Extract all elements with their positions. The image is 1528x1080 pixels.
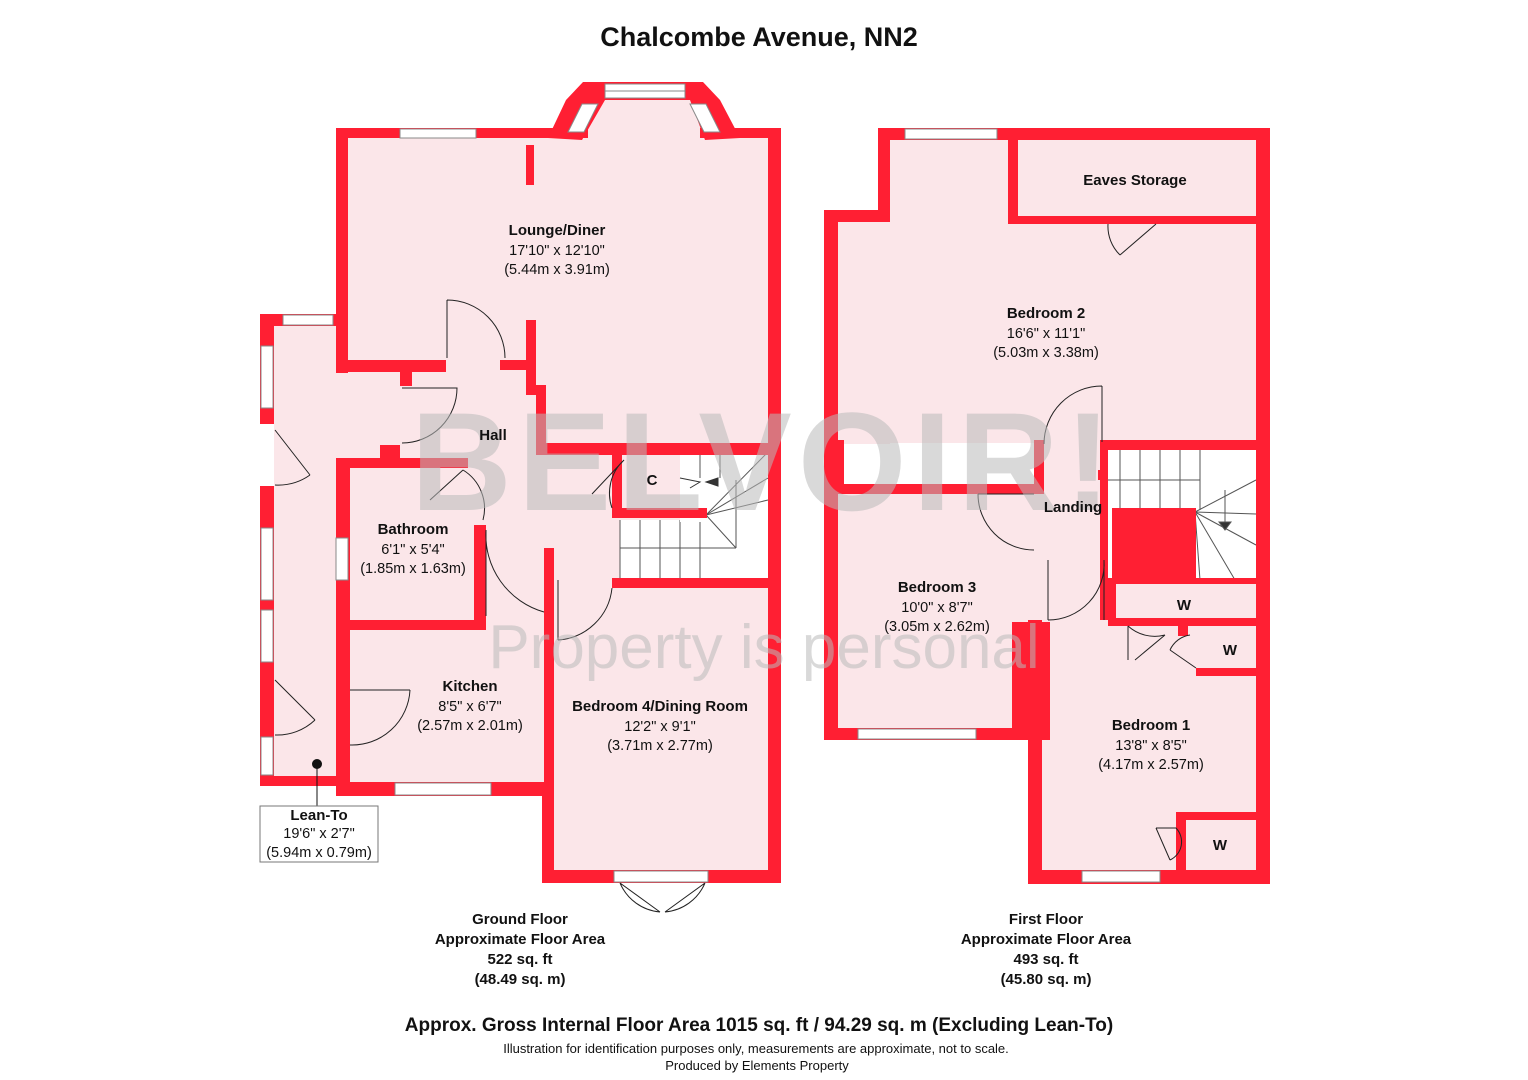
room-name-wardrobe-b: W bbox=[1223, 642, 1238, 659]
room-name-wardrobe-a: W bbox=[1177, 597, 1192, 614]
first-doors bbox=[977, 223, 1197, 861]
room-name-lounge: Lounge/Diner bbox=[509, 222, 606, 239]
credit: Produced by Elements Property bbox=[665, 1058, 849, 1073]
first-walls bbox=[824, 128, 1270, 884]
room-metric-bedroom3: (3.05m x 2.62m) bbox=[884, 619, 990, 635]
room-metric-bedroom2: (5.03m x 3.38m) bbox=[993, 345, 1099, 361]
room-imperial-lounge: 17'10" x 12'10" bbox=[509, 243, 605, 259]
room-name-landing: Landing bbox=[1044, 499, 1102, 516]
room-metric-bathroom: (1.85m x 1.63m) bbox=[360, 561, 466, 577]
first-floor-sqft: 493 sq. ft bbox=[1013, 951, 1078, 968]
ground-stair-arrow bbox=[679, 477, 719, 489]
room-name-bedroom2: Bedroom 2 bbox=[1007, 305, 1085, 322]
first-windows bbox=[857, 128, 1161, 883]
watermark: BELVOIR! Property is personal bbox=[411, 383, 1118, 682]
room-metric-bedroom1: (4.17m x 2.57m) bbox=[1098, 757, 1204, 773]
room-metric-lounge: (5.44m x 3.91m) bbox=[504, 262, 610, 278]
room-imperial-bedroom1: 13'8" x 8'5" bbox=[1115, 738, 1186, 754]
room-imperial-leanto: 19'6" x 2'7" bbox=[283, 826, 354, 842]
ground-floor-approx: Approximate Floor Area bbox=[435, 931, 606, 948]
room-imperial-kitchen: 8'5" x 6'7" bbox=[438, 699, 501, 715]
gross-area: Approx. Gross Internal Floor Area 1015 s… bbox=[405, 1015, 1113, 1036]
ground-floor-plan bbox=[259, 82, 781, 913]
room-metric-bedroom4: (3.71m x 2.77m) bbox=[607, 738, 713, 754]
room-metric-kitchen: (2.57m x 2.01m) bbox=[417, 718, 523, 734]
page-title: Chalcombe Avenue, NN2 bbox=[600, 22, 918, 52]
room-name-bedroom4: Bedroom 4/Dining Room bbox=[572, 698, 748, 715]
room-imperial-bedroom4: 12'2" x 9'1" bbox=[624, 719, 695, 735]
first-floor-plan bbox=[824, 128, 1270, 884]
ground-floor-sqm: (48.49 sq. m) bbox=[475, 971, 566, 988]
room-imperial-bathroom: 6'1" x 5'4" bbox=[381, 542, 444, 558]
room-name-wardrobe-c: W bbox=[1213, 837, 1228, 854]
room-name-cupboard: C bbox=[647, 472, 658, 489]
ground-windows bbox=[260, 128, 709, 883]
ground-doors bbox=[274, 299, 706, 913]
ground-bay-window bbox=[548, 82, 740, 140]
room-name-bedroom1: Bedroom 1 bbox=[1112, 717, 1190, 734]
room-imperial-bedroom3: 10'0" x 8'7" bbox=[901, 600, 972, 616]
first-floor-approx: Approximate Floor Area bbox=[961, 931, 1132, 948]
room-imperial-bedroom2: 16'6" x 11'1" bbox=[1007, 326, 1085, 342]
watermark-tagline: Property is personal bbox=[488, 613, 1039, 682]
room-name-bedroom3: Bedroom 3 bbox=[898, 579, 976, 596]
first-floor-sqm: (45.80 sq. m) bbox=[1001, 971, 1092, 988]
room-metric-leanto: (5.94m x 0.79m) bbox=[266, 845, 372, 861]
watermark-brand: BELVOIR! bbox=[411, 383, 1118, 540]
ground-floor-sqft: 522 sq. ft bbox=[487, 951, 552, 968]
room-name-eaves: Eaves Storage bbox=[1083, 172, 1186, 189]
disclaimer: Illustration for identification purposes… bbox=[503, 1041, 1009, 1056]
room-name-kitchen: Kitchen bbox=[442, 678, 497, 695]
ground-floor-label: Ground Floor bbox=[472, 911, 568, 928]
room-name-hall: Hall bbox=[479, 427, 507, 444]
leanto-marker bbox=[259, 759, 379, 863]
room-name-bathroom: Bathroom bbox=[378, 521, 449, 538]
first-floor-label: First Floor bbox=[1009, 911, 1083, 928]
room-name-leanto: Lean-To bbox=[290, 807, 347, 824]
